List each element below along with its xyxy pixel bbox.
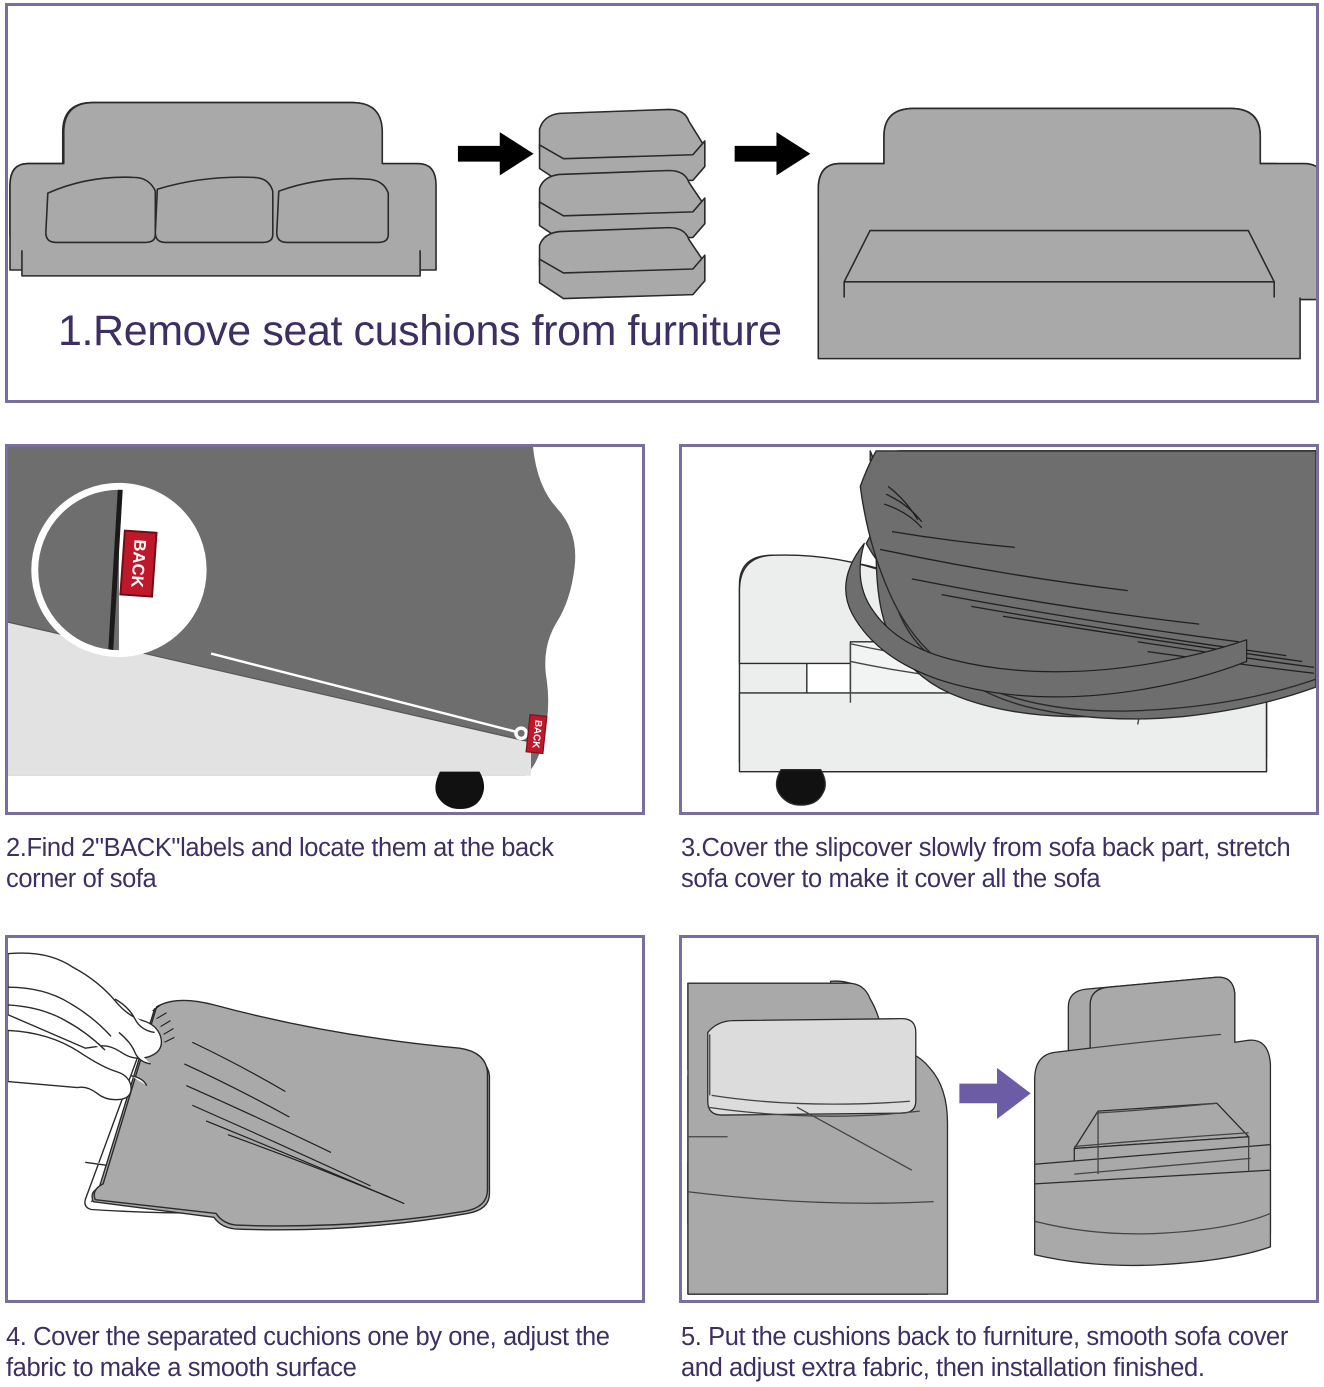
cushion-with-cover [91, 999, 491, 1231]
step-3-caption: 3.Cover the slipcover slowly from sofa b… [681, 834, 1291, 894]
step-5-illustration [687, 976, 1272, 1295]
step-1-illustration [9, 101, 1316, 360]
seat-cushion-light [707, 1018, 917, 1116]
armchair-finished [1034, 976, 1272, 1267]
step-5-caption: 5. Put the cushions back to furniture, s… [681, 1323, 1288, 1383]
step-2-illustration: BACK BACK [8, 447, 642, 812]
sofa-foot [435, 771, 485, 810]
step-1-caption: 1.Remove seat cushions from furniture [58, 307, 782, 355]
sofa-foot-3 [775, 769, 826, 806]
step-4-caption: 4. Cover the separated cuchions one by o… [6, 1323, 610, 1383]
back-label-corner-text: BACK [529, 719, 543, 749]
step-2-caption: 2.Find 2"BACK"labels and locate them at … [6, 834, 554, 894]
arrow-right-purple [959, 1067, 1031, 1119]
cushion-stack [538, 108, 706, 300]
step-3-panel [679, 444, 1319, 815]
arrow-right-1 [457, 132, 534, 176]
step-4-illustration [8, 952, 491, 1231]
step-5-panel [679, 935, 1319, 1303]
step-2-panel: BACK BACK [5, 444, 645, 815]
sofa-without-cushions [817, 107, 1316, 360]
step-1-panel [5, 3, 1319, 403]
hands-stretching-cover [8, 952, 163, 1101]
armchair-cushion-placing [687, 980, 949, 1295]
step-4-panel [5, 935, 645, 1303]
magnifier-circle: BACK [31, 482, 207, 658]
back-label-corner: BACK [525, 713, 548, 755]
back-label-zoom: BACK [119, 529, 158, 598]
sofa-with-cushions [9, 101, 437, 277]
arrow-right-2 [734, 132, 811, 176]
underside-light-wedge [8, 622, 532, 776]
pointer-line [210, 652, 519, 734]
step-3-illustration [738, 450, 1316, 806]
draped-slipcover [859, 450, 1316, 720]
back-label-zoom-text: BACK [127, 539, 149, 588]
